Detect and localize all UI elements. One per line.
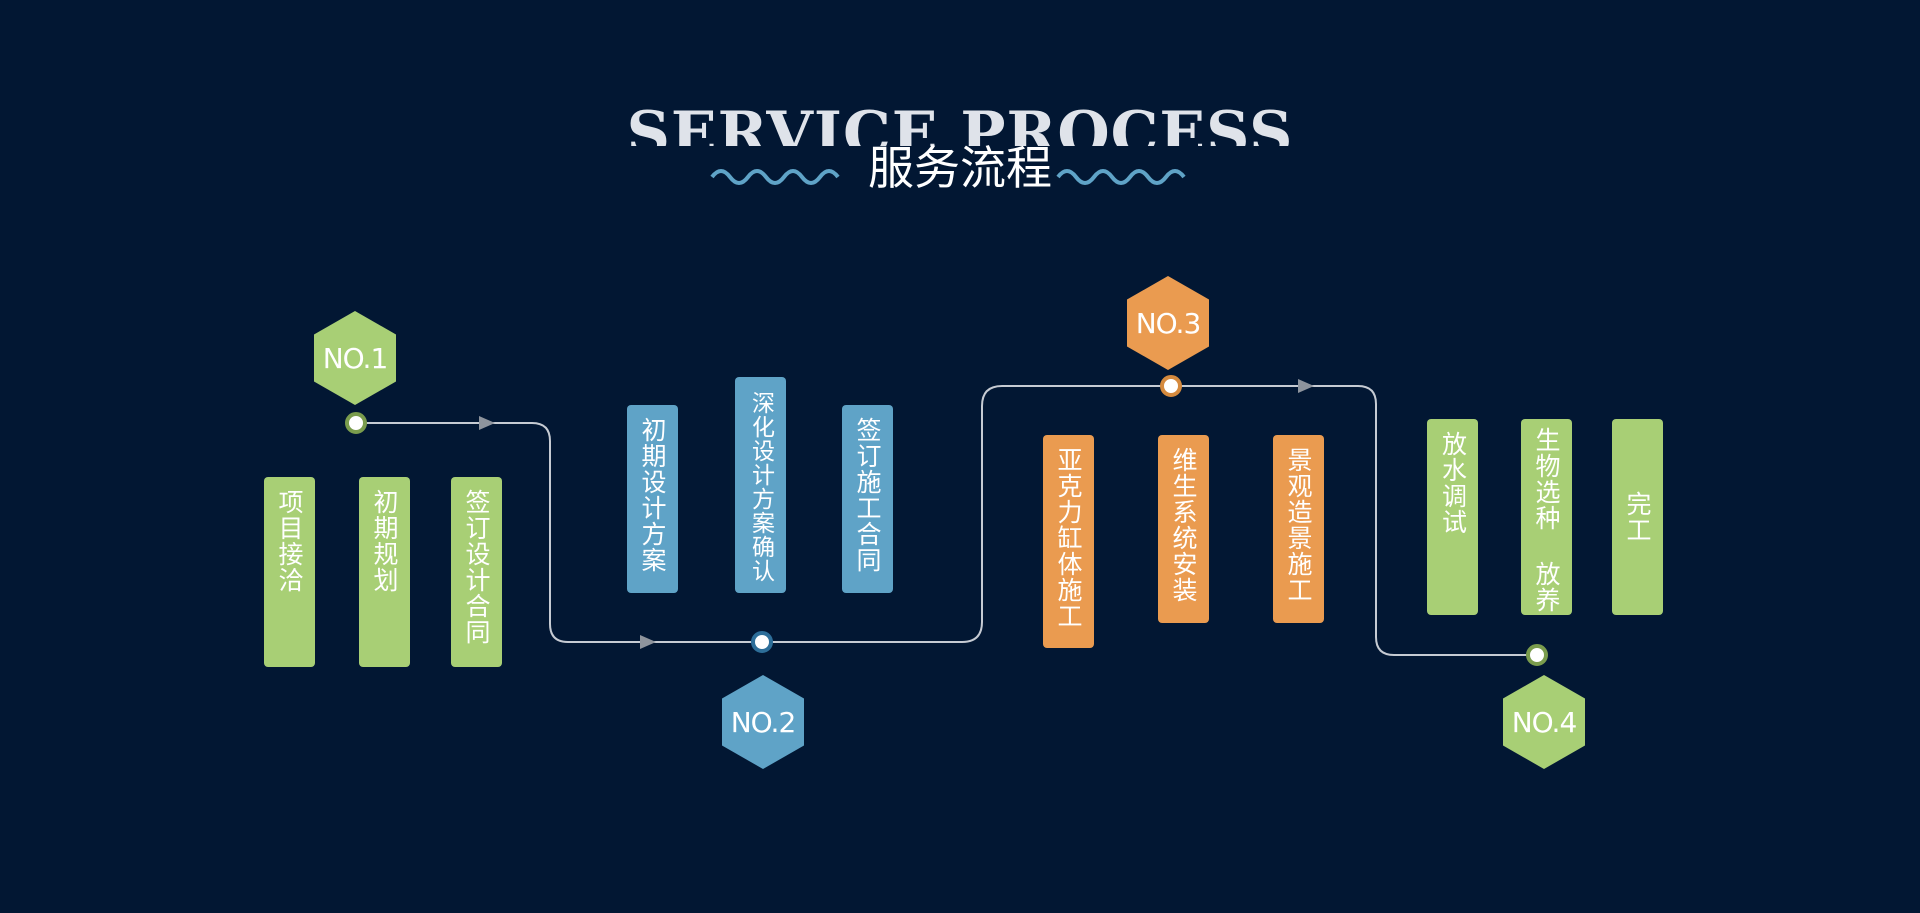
arrow-icon [640,635,656,649]
step-label: 放水调试 [1438,431,1468,535]
wave-decoration-right [1056,169,1186,185]
step-label: 生物选种 放养 [1532,427,1561,613]
step-box: 深化设计方案确认 [735,377,786,593]
stage-1-label: NO.1 [322,341,389,375]
step-label: 完工 [1623,491,1652,543]
step-label: 签订设计合同 [462,489,491,645]
step-box: 签订设计合同 [451,477,502,667]
step-box: 亚克力缸体施工 [1043,435,1094,648]
step-label: 初期设计方案 [638,417,667,573]
step-label: 深化设计方案确认 [747,391,774,583]
stage-4-label: NO.4 [1511,705,1578,739]
step-box: 项目接洽 [264,477,315,667]
title-english: SERVICE PROCESS [626,99,1294,146]
step-box: 完工 [1612,419,1663,615]
step-label: 景观造景施工 [1284,447,1313,603]
node-dot-4 [1526,644,1548,666]
step-box: 景观造景施工 [1273,435,1324,623]
step-label: 项目接洽 [275,489,304,593]
arrow-icon [1298,379,1314,393]
stage-2-hexagon: NO.2 [722,675,804,769]
step-box: 维生系统安装 [1158,435,1209,623]
wave-decoration-left [710,169,840,185]
arrow-icon [479,416,495,430]
step-box: 签订施工合同 [842,405,893,593]
title-chinese: 服务流程 [868,141,1052,195]
node-dot-1 [345,412,367,434]
step-box: 生物选种 放养 [1521,419,1572,615]
step-label: 亚克力缸体施工 [1054,447,1083,629]
step-label: 初期规划 [370,489,399,593]
connector-path [356,385,1537,656]
stage-2-label: NO.2 [730,705,797,739]
step-box: 初期设计方案 [627,405,678,593]
step-label: 签订施工合同 [853,417,882,573]
step-box: 放水调试 [1427,419,1478,615]
stage-3-label: NO.3 [1135,306,1202,340]
node-dot-2 [751,631,773,653]
step-box: 初期规划 [359,477,410,667]
node-dot-3 [1160,375,1182,397]
step-label: 维生系统安装 [1169,447,1198,603]
